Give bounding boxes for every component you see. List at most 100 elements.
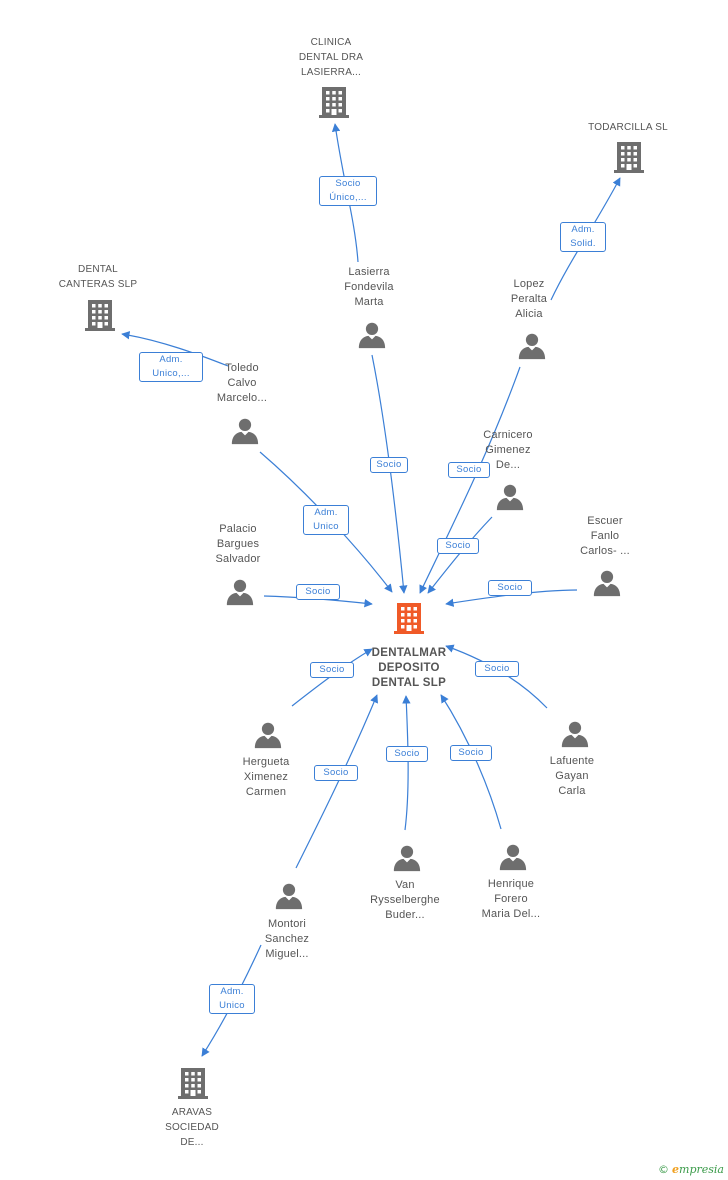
company-building-icon-aravas[interactable]	[178, 1068, 208, 1099]
person-icon-carnicero[interactable]	[496, 484, 524, 511]
edge-label-line: Socio	[484, 663, 510, 674]
node-label-line: Carla	[558, 785, 586, 797]
edge-van-center	[402, 695, 411, 831]
node-label-line: DENTALMAR	[371, 647, 447, 659]
node-label-line: Gayan	[555, 770, 589, 782]
node-label-line: Gimenez	[485, 444, 531, 456]
node-label-line: Carlos- ...	[580, 545, 630, 557]
node-label-line: Miguel...	[265, 948, 309, 960]
edge-label-lopez-todarcilla[interactable]: Adm.Solid.	[560, 222, 606, 252]
node-label-line: Peralta	[510, 293, 548, 305]
node-label-line: ARAVAS	[171, 1107, 213, 1118]
node-label-line: CANTERAS SLP	[58, 279, 138, 290]
person-icon-lasierra[interactable]	[358, 322, 386, 349]
node-label-line: Buder...	[385, 909, 425, 921]
edge-label-toledo-canteras[interactable]: Adm.Unico,...	[139, 352, 203, 382]
edge-label-van-center[interactable]: Socio	[386, 746, 428, 762]
copyright-symbol: ©	[658, 1163, 670, 1176]
edge-label-line: Socio	[497, 582, 523, 593]
edge-label-lasierra-center[interactable]: Socio	[370, 457, 408, 473]
edge-label-line: Adm.	[571, 224, 595, 235]
edge-label-lopez-center[interactable]: Socio	[448, 462, 490, 478]
node-label-line: Lopez	[513, 278, 545, 290]
node-label-line: Escuer	[587, 515, 623, 527]
company-building-icon-todarcilla[interactable]	[614, 142, 644, 173]
center-company-building-icon[interactable]	[394, 603, 424, 634]
node-label-line: Lasierra	[348, 266, 390, 278]
person-icon-lafuente[interactable]	[561, 721, 589, 748]
company-building-icon-canteras[interactable]	[85, 300, 115, 331]
edge-label-line: Unico	[313, 521, 339, 532]
node-label-line: Calvo	[227, 377, 257, 389]
node-label-line: Rysselberghe	[370, 894, 440, 906]
node-label-line: SOCIEDAD	[165, 1122, 219, 1133]
edge-montori-center	[295, 694, 378, 869]
node-label-line: Carmen	[245, 786, 287, 798]
node-label-line: DEPOSITO	[378, 662, 440, 674]
edge-label-line: Adm.	[159, 354, 183, 365]
node-label-line: Henrique	[487, 878, 535, 890]
node-label-line: Marta	[354, 296, 384, 308]
node-label-todarcilla[interactable]: TODARCILLA SL	[568, 120, 688, 135]
person-icon-escuer[interactable]	[593, 570, 621, 597]
edge-toledo-canteras	[121, 331, 229, 367]
edge-label-henrique-center[interactable]: Socio	[450, 745, 492, 761]
edge-label-line: Adm.	[220, 986, 244, 997]
brand-logo-e: e	[672, 1163, 680, 1176]
edge-label-line: Unico	[219, 1000, 245, 1011]
edge-label-toledo-center[interactable]: Adm.Unico	[303, 505, 349, 535]
person-icon-palacio[interactable]	[226, 579, 254, 606]
person-icon-toledo[interactable]	[231, 418, 259, 445]
edge-label-line: Socio	[456, 464, 482, 475]
node-label-line: Hergueta	[242, 756, 290, 768]
node-label-canteras[interactable]: DENTAL CANTERAS SLP	[38, 262, 158, 292]
edge-label-line: Socio	[335, 178, 361, 189]
node-label-line: Fanlo	[590, 530, 620, 542]
edge-label-montori-center[interactable]: Socio	[314, 765, 358, 781]
edge-label-palacio-center[interactable]: Socio	[296, 584, 340, 600]
person-icon-hergueta[interactable]	[254, 722, 282, 749]
edge-label-lafuente-center[interactable]: Socio	[475, 661, 519, 677]
person-icon-henrique[interactable]	[499, 844, 527, 871]
person-icon-lopez[interactable]	[518, 333, 546, 360]
edge-henrique-center	[440, 694, 502, 830]
node-label-line: Maria Del...	[481, 908, 541, 920]
brand-name: mpresia	[679, 1163, 724, 1176]
person-icon-van[interactable]	[393, 845, 421, 872]
node-label-line: DE...	[180, 1137, 204, 1148]
person-icon-montori[interactable]	[275, 883, 303, 910]
edge-label-carnicero-center[interactable]: Socio	[437, 538, 479, 554]
node-label-line: LASIERRA...	[301, 67, 361, 78]
edge-label-montori-aravas[interactable]: Adm. Unico	[209, 984, 255, 1014]
edge-label-line: Socio	[319, 664, 345, 675]
brand-footer: ©empresia	[658, 1163, 724, 1176]
node-label-line: Carnicero	[483, 429, 533, 441]
node-label-line: Lafuente	[549, 755, 595, 767]
node-label-aravas[interactable]: ARAVAS SOCIEDAD DE...	[132, 1105, 252, 1150]
edge-label-line: Único,...	[329, 192, 367, 203]
node-label-line: Montori	[267, 918, 307, 930]
edge-lopez-center	[419, 366, 521, 594]
edge-label-hergueta-center[interactable]: Socio	[310, 662, 354, 678]
node-label-line: TODARCILLA SL	[588, 122, 668, 133]
company-building-icon-clinica[interactable]	[319, 87, 349, 118]
edge-label-line: Socio	[394, 748, 420, 759]
node-label-line: Alicia	[515, 308, 543, 320]
node-label-line: Palacio	[219, 523, 257, 535]
node-label-line: DENTAL	[78, 264, 118, 275]
edge-label-escuer-center[interactable]: Socio	[488, 580, 532, 596]
